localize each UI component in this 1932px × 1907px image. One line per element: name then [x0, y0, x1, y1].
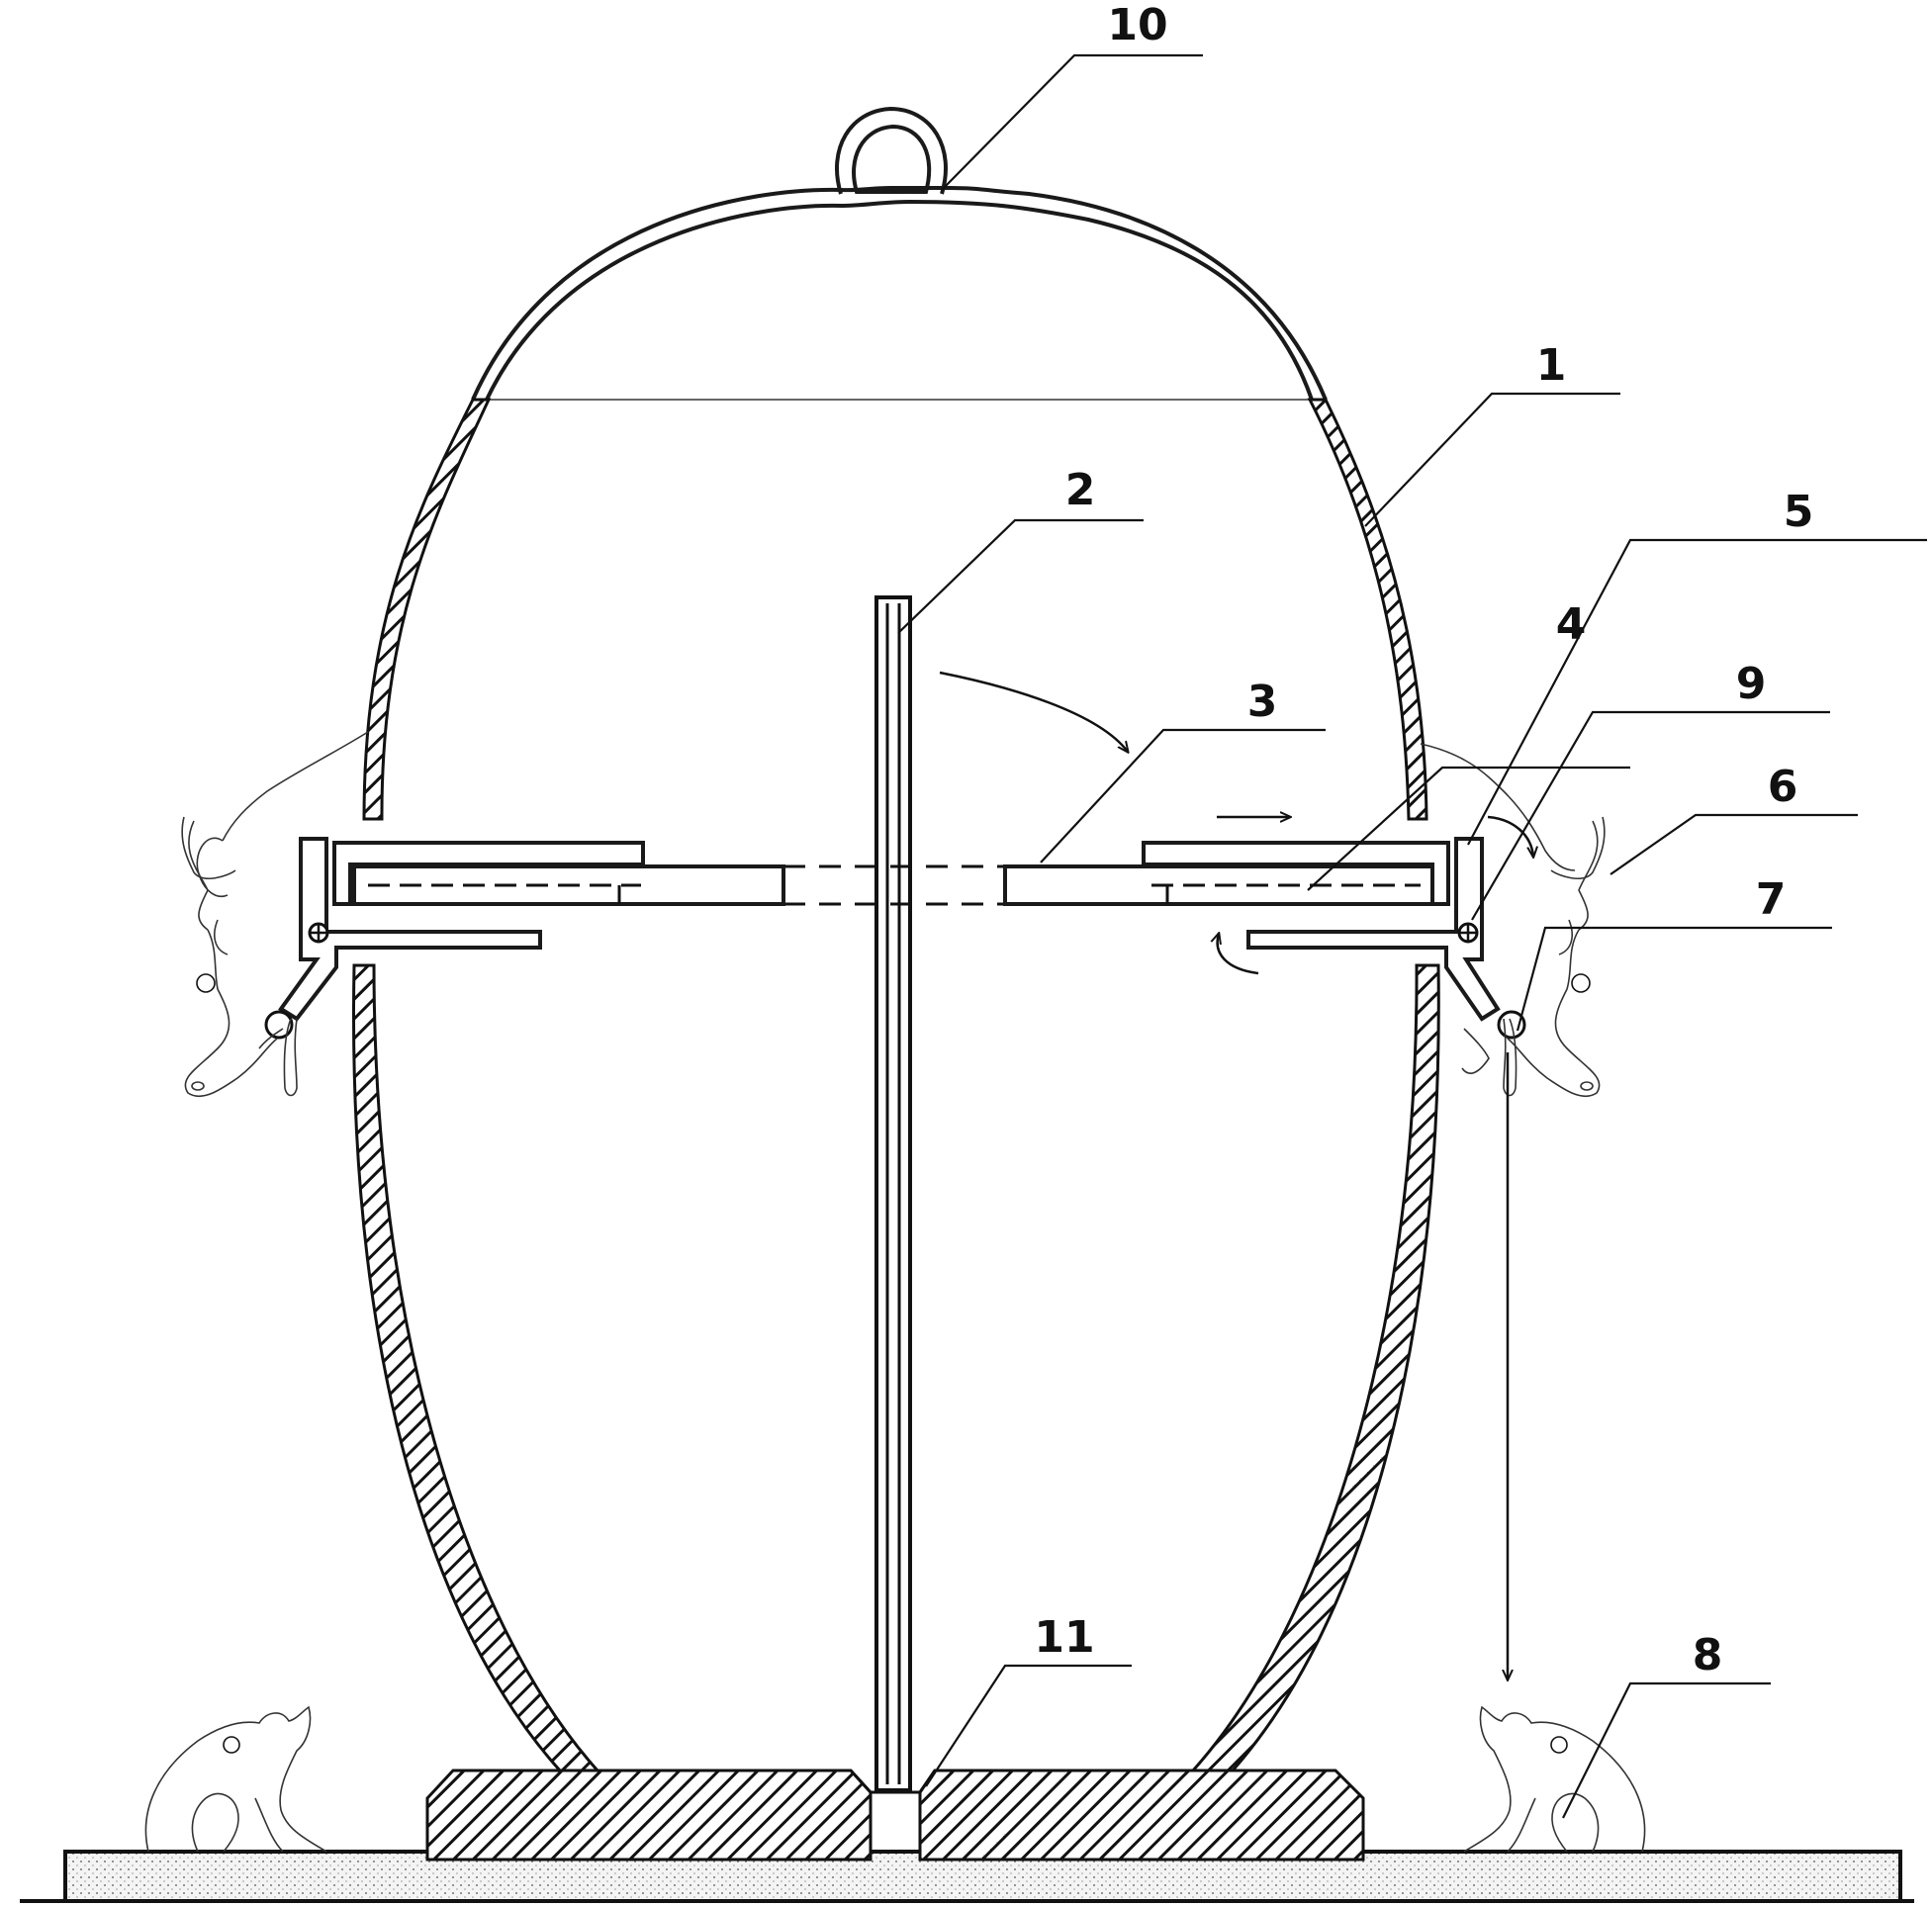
left-tray-assembly [264, 837, 785, 1040]
right-toad-8 [1463, 1705, 1646, 1853]
leader-lines [897, 53, 1927, 1819]
label-4: 4 [1556, 599, 1587, 650]
left-dragon-head [181, 731, 369, 1098]
upper-body-1 [362, 398, 1428, 821]
label-7: 7 [1756, 874, 1787, 925]
lid-10 [471, 106, 1328, 401]
label-2: 2 [1065, 465, 1096, 515]
flow-arrows [939, 671, 1533, 1680]
label-10: 10 [1107, 0, 1167, 50]
label-11: 11 [1034, 1612, 1094, 1663]
left-toad [144, 1705, 327, 1853]
dashed-link [783, 864, 1005, 906]
label-3: 3 [1247, 677, 1278, 727]
label-6: 6 [1768, 762, 1798, 812]
label-5: 5 [1784, 487, 1814, 537]
label-8: 8 [1693, 1630, 1723, 1680]
label-1: 1 [1536, 340, 1567, 391]
right-dragon-head [1420, 743, 1606, 1098]
lower-body [352, 963, 1440, 1772]
label-9: 9 [1736, 659, 1767, 709]
central-rod-2 [874, 595, 912, 1792]
right-tray-assembly [1003, 837, 1526, 1040]
